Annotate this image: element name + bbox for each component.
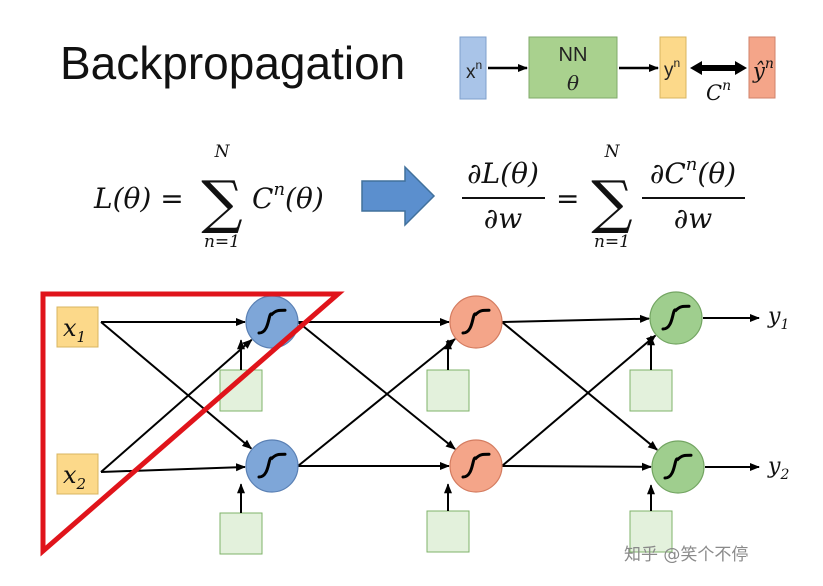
sum2-upper-limit: N (604, 142, 621, 162)
input-box-label: xn (466, 58, 482, 83)
edge-input1-to-l1n2 (100, 321, 253, 450)
nn-box-theta: θ (567, 71, 579, 95)
cost-double-arrow (690, 61, 747, 75)
edge-input2-to-l1n2 (100, 463, 247, 473)
edge-l2n1-to-l3n2 (501, 321, 658, 451)
sigmoid-icon (257, 452, 287, 479)
output-label-y1: y1 (767, 304, 789, 333)
gradient2-numerator: ∂Cn(θ) (650, 154, 736, 190)
network-inputs: x1 x2 (56, 306, 99, 495)
sum-lower-limit: n=1 (204, 232, 240, 252)
output-box (659, 36, 687, 99)
network-outputs: y1 y2 (703, 304, 789, 483)
bias-unit-l2n1 (426, 369, 470, 412)
input-node-x1 (56, 306, 99, 348)
edge-l2n2-to-l3n2 (501, 462, 653, 471)
target-box-label: ŷn (752, 56, 774, 83)
input-node-x2 (56, 453, 99, 495)
neuron-l2n2 (449, 439, 503, 493)
nn-box-label: NN (559, 44, 588, 66)
input-node-x1-label: x1 (63, 314, 86, 346)
neuron-l3n1 (649, 291, 703, 345)
sigmoid-icon (661, 304, 691, 331)
cost-label: Cn (706, 78, 731, 105)
neuron-l2n1 (449, 295, 503, 349)
neuron-l1n1 (245, 295, 299, 349)
input-node-x2-label: x2 (63, 461, 86, 493)
gradient2-denominator: ∂w (674, 202, 712, 235)
output-box-label: yn (664, 56, 680, 81)
watermark: 知乎 @笑个不停 (624, 545, 749, 565)
implies-arrow (361, 165, 436, 227)
edge-input2-to-l1n1 (100, 339, 253, 473)
sum2-lower-limit: n=1 (594, 232, 630, 252)
bias-unit-l3n1 (629, 369, 673, 412)
sigmoid-icon (257, 308, 287, 335)
gradient-equation: ∂L(θ) ∂w = N ∑ n=1 ∂Cn(θ) ∂w (462, 142, 745, 252)
edge-l2n2-to-l3n1 (501, 334, 657, 467)
gradient-equals: = (556, 182, 579, 215)
loss-equation: L(θ) = N ∑ n=1 Cn(θ) (93, 142, 324, 252)
target-box (748, 36, 776, 99)
sum2-symbol: ∑ (591, 168, 632, 236)
cost-term: Cn(θ) (252, 179, 324, 215)
sigmoid-icon (461, 308, 491, 335)
output-label-y2: y2 (767, 454, 789, 483)
input-box (459, 36, 487, 100)
gradient-denominator: ∂w (484, 202, 522, 235)
sum-symbol: ∑ (201, 168, 242, 236)
bias-unit-l2n2 (426, 510, 470, 553)
neuron-l1n2 (245, 439, 299, 493)
edge-l1n1-to-l2n2 (297, 321, 456, 450)
nn-box (528, 36, 618, 99)
network-edges (100, 314, 658, 473)
sum-upper-limit: N (214, 142, 231, 162)
network-neurons (245, 291, 705, 494)
neuron-l3n2 (651, 440, 705, 494)
pipeline-diagram: xn NN θ yn Cn ŷn (459, 36, 776, 105)
edge-l2n1-to-l3n1 (501, 314, 651, 323)
highlight-triangle (40, 291, 345, 557)
bias-unit-l1n2 (219, 512, 263, 555)
edge-l1n2-to-l2n1 (297, 338, 456, 467)
sigmoid-icon (663, 453, 693, 480)
bias-unit-l3n2 (629, 510, 673, 553)
loss-lhs: L(θ) = (93, 182, 184, 215)
slide-title: Backpropagation (60, 37, 406, 89)
gradient-numerator: ∂L(θ) (467, 157, 539, 190)
sigmoid-icon (461, 452, 491, 479)
